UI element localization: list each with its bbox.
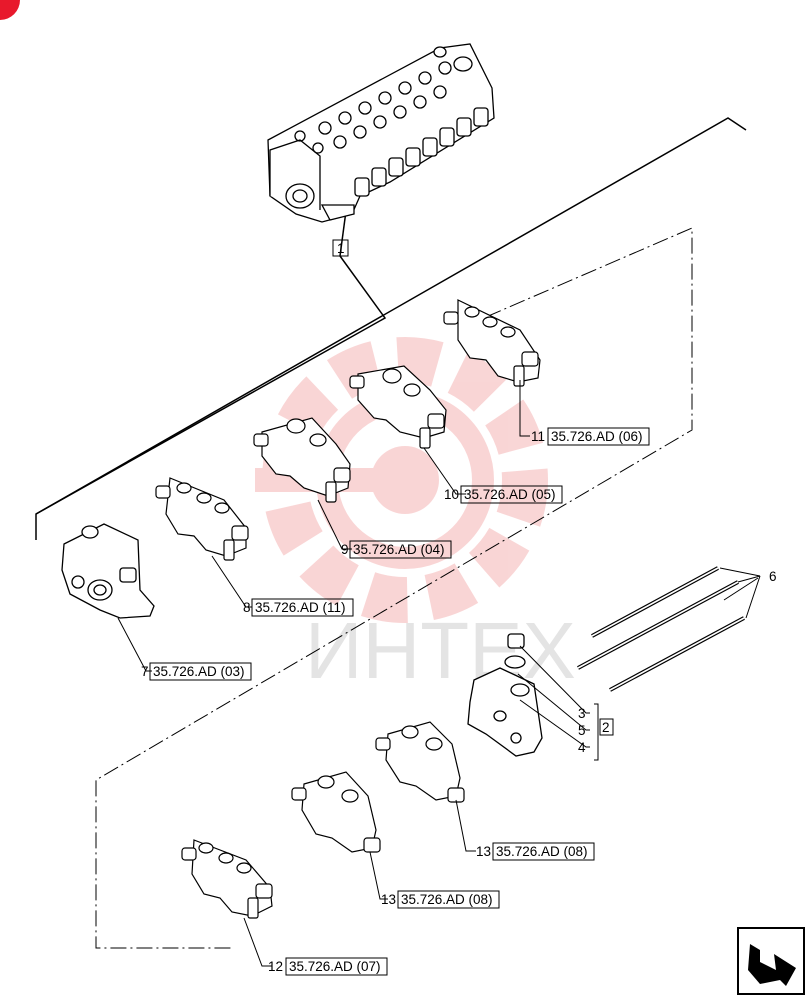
valve-section-8 xyxy=(155,477,249,561)
callout-2-number: 2 xyxy=(602,720,610,735)
control-valve-assembly xyxy=(267,43,495,223)
callout-5-number: 5 xyxy=(578,723,586,738)
sub-assembly-outline xyxy=(95,227,693,949)
callout-13a-number: 13 xyxy=(476,844,491,859)
callout-13b-ref: 35.726.AD (08) xyxy=(401,892,493,907)
inlet-section-7 xyxy=(61,523,155,619)
callout-7-number: 7 xyxy=(141,664,149,679)
callout-13b-number: 13 xyxy=(381,892,396,907)
callout-9-ref: 35.726.AD (04) xyxy=(353,542,445,557)
callout-8-ref: 35.726.AD (11) xyxy=(255,600,346,615)
callout-9-number: 9 xyxy=(341,542,349,557)
callout-7-ref: 35.726.AD (03) xyxy=(153,664,245,679)
corner-badge xyxy=(0,0,20,20)
callout-13a-ref: 35.726.AD (08) xyxy=(496,844,588,859)
callout-10-ref: 35.726.AD (05) xyxy=(464,487,556,502)
outlet-section-2 xyxy=(467,633,543,757)
callout-11-ref: 35.726.AD (06) xyxy=(551,429,643,444)
valve-section-9 xyxy=(253,417,351,503)
callout-12-number: 12 xyxy=(268,959,283,974)
callout-6-number: 6 xyxy=(769,569,777,584)
callout-10-number: 10 xyxy=(444,487,459,502)
valve-section-13b xyxy=(291,771,381,853)
valve-section-12 xyxy=(181,839,273,919)
callout-boxes xyxy=(149,239,650,976)
callout-12-ref: 35.726.AD (07) xyxy=(289,959,381,974)
valve-section-11 xyxy=(443,299,541,387)
callout-8-number: 8 xyxy=(243,600,251,615)
tie-rods-6 xyxy=(577,566,745,692)
callout-3-number: 3 xyxy=(578,706,586,721)
callout-4-number: 4 xyxy=(578,740,586,755)
leader-lines xyxy=(117,380,761,967)
callout-1-number: 1 xyxy=(337,241,345,256)
valve-section-10 xyxy=(349,365,447,449)
tie-rods-6-core xyxy=(577,567,745,691)
watermark-text: ИНТЕХ xyxy=(305,606,576,695)
next-page-arrow-icon[interactable] xyxy=(737,927,805,995)
valve-section-13a xyxy=(375,721,465,803)
callout-11-number: 11 xyxy=(531,429,545,444)
